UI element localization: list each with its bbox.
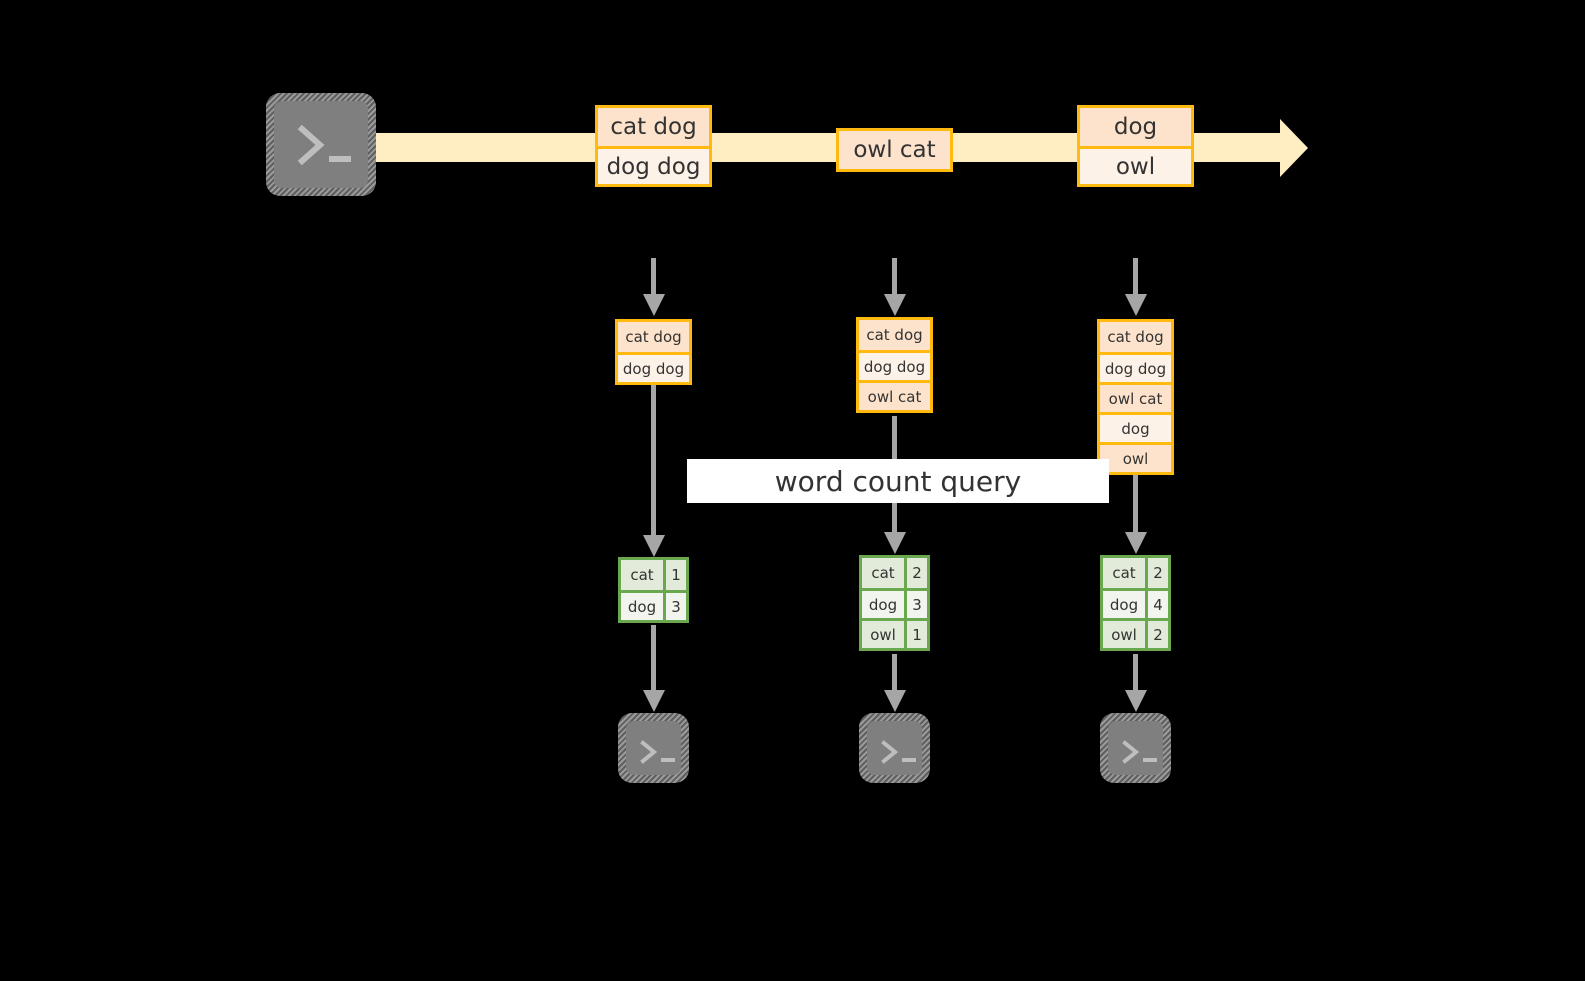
stream-record-line: owl cat bbox=[839, 131, 950, 169]
state-records-1[interactable]: cat dog dog dog bbox=[615, 319, 692, 385]
state-record-line: cat dog bbox=[618, 322, 689, 352]
query-label: word count query bbox=[687, 459, 1109, 503]
result-word: cat bbox=[621, 560, 666, 590]
state-to-result-arrowhead-3 bbox=[1124, 532, 1147, 554]
table-row: owl 1 bbox=[862, 618, 927, 648]
terminal-prompt-glyph bbox=[1122, 740, 1157, 764]
result-to-sink-arrowhead-1 bbox=[642, 690, 665, 712]
stream-record-line: owl bbox=[1080, 146, 1191, 184]
table-row: dog 4 bbox=[1103, 588, 1168, 618]
state-record-line: dog bbox=[1100, 412, 1171, 442]
stream-record-line: cat dog bbox=[598, 108, 709, 146]
result-word: dog bbox=[1103, 591, 1148, 618]
result-table-2[interactable]: cat 2 dog 3 owl 1 bbox=[859, 555, 930, 651]
stream-record-3[interactable]: dog owl bbox=[1077, 105, 1194, 187]
state-record-line: cat dog bbox=[1100, 322, 1171, 352]
stream-record-line: dog bbox=[1080, 108, 1191, 146]
stream-record-1[interactable]: cat dog dog dog bbox=[595, 105, 712, 187]
result-count: 4 bbox=[1153, 595, 1163, 614]
table-row: owl 2 bbox=[1103, 618, 1168, 648]
result-word: owl bbox=[1103, 621, 1148, 648]
table-row: dog 3 bbox=[862, 588, 927, 618]
stream-to-state-arrowhead-2 bbox=[883, 294, 906, 316]
result-table-3[interactable]: cat 2 dog 4 owl 2 bbox=[1100, 555, 1171, 651]
result-word: cat bbox=[1103, 558, 1148, 588]
table-row: cat 2 bbox=[862, 558, 927, 588]
sink-terminal-screen-1 bbox=[626, 721, 681, 775]
stream-to-state-connector-3 bbox=[1133, 258, 1138, 294]
state-record-line: dog dog bbox=[618, 352, 689, 382]
stream-record-2[interactable]: owl cat bbox=[836, 128, 953, 172]
sink-terminal-1[interactable] bbox=[618, 713, 689, 783]
table-row: cat 2 bbox=[1103, 558, 1168, 588]
stream-to-state-connector-1 bbox=[651, 258, 656, 294]
state-record-line: owl cat bbox=[1100, 382, 1171, 412]
result-count: 2 bbox=[1153, 564, 1163, 582]
source-terminal-icon[interactable] bbox=[266, 93, 376, 196]
stream-record-line: dog dog bbox=[598, 146, 709, 184]
result-to-sink-arrowhead-2 bbox=[883, 690, 906, 712]
result-table-1[interactable]: cat 1 dog 3 bbox=[618, 557, 689, 623]
state-to-result-connector-3 bbox=[1133, 475, 1138, 532]
result-to-sink-arrowhead-3 bbox=[1124, 690, 1147, 712]
table-row: dog 3 bbox=[621, 590, 686, 620]
state-to-result-arrowhead-1 bbox=[642, 535, 665, 557]
result-to-sink-connector-2 bbox=[892, 654, 897, 690]
state-records-2[interactable]: cat dog dog dog owl cat bbox=[856, 317, 933, 413]
stream-to-state-arrowhead-1 bbox=[642, 294, 665, 316]
stream-arrowhead bbox=[1280, 118, 1308, 177]
state-record-line: dog dog bbox=[859, 350, 930, 380]
result-count: 2 bbox=[1153, 625, 1163, 644]
state-record-line: dog dog bbox=[1100, 352, 1171, 382]
result-word: dog bbox=[862, 591, 907, 618]
source-terminal-screen bbox=[274, 101, 368, 188]
terminal-prompt-glyph bbox=[297, 124, 351, 166]
terminal-prompt-glyph bbox=[640, 740, 675, 764]
result-word: owl bbox=[862, 621, 907, 648]
sink-terminal-2[interactable] bbox=[859, 713, 930, 783]
result-count: 2 bbox=[912, 564, 922, 582]
sink-terminal-screen-3 bbox=[1108, 721, 1163, 775]
state-to-result-connector-1 bbox=[651, 385, 656, 535]
result-to-sink-connector-1 bbox=[651, 625, 656, 690]
state-record-line: cat dog bbox=[859, 320, 930, 350]
stream-to-state-connector-2 bbox=[892, 258, 897, 294]
state-records-3[interactable]: cat dog dog dog owl cat dog owl bbox=[1097, 319, 1174, 475]
result-word: dog bbox=[621, 593, 666, 620]
result-word: cat bbox=[862, 558, 907, 588]
result-count: 3 bbox=[671, 597, 681, 616]
sink-terminal-3[interactable] bbox=[1100, 713, 1171, 783]
state-to-result-arrowhead-2 bbox=[883, 532, 906, 554]
sink-terminal-screen-2 bbox=[867, 721, 922, 775]
table-row: cat 1 bbox=[621, 560, 686, 590]
result-count: 3 bbox=[912, 595, 922, 614]
result-to-sink-connector-3 bbox=[1133, 654, 1138, 690]
state-record-line: owl bbox=[1100, 442, 1171, 472]
state-record-line: owl cat bbox=[859, 380, 930, 410]
stream-to-state-arrowhead-3 bbox=[1124, 294, 1147, 316]
result-count: 1 bbox=[671, 566, 681, 584]
result-count: 1 bbox=[912, 625, 922, 644]
terminal-prompt-glyph bbox=[881, 740, 916, 764]
